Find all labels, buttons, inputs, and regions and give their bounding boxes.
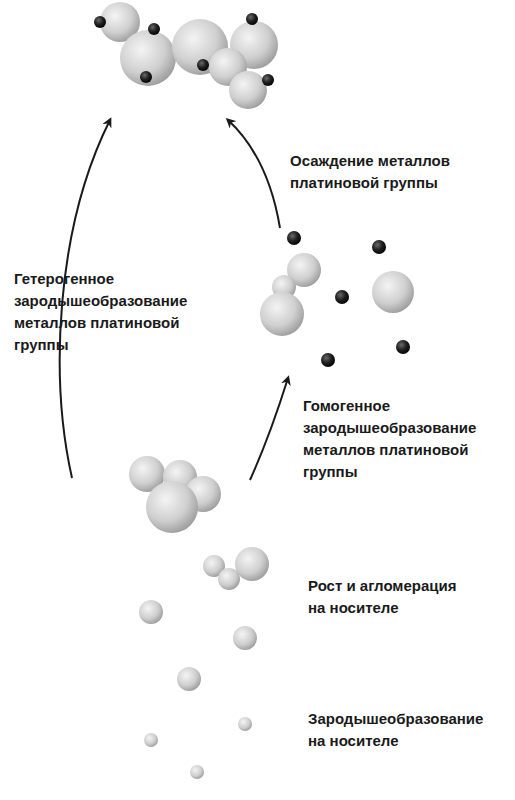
metal-particle: [321, 353, 335, 367]
support-particle: [144, 733, 158, 747]
metal-particle: [148, 23, 160, 35]
metal-particle: [396, 340, 410, 354]
support-particle: [260, 292, 304, 336]
metal-particle: [335, 290, 349, 304]
support-particle: [235, 547, 269, 581]
metal-particle: [140, 71, 152, 83]
caption-text: Осаждение металлов платиновой группы: [290, 150, 495, 194]
support-particle: [233, 626, 257, 650]
support-particle: [177, 667, 201, 691]
support-particle: [372, 271, 414, 313]
metal-particle: [372, 240, 386, 254]
support-particle: [146, 481, 198, 533]
arrow-line: [228, 120, 280, 228]
metal-particle: [246, 13, 258, 25]
support-particle: [238, 717, 252, 731]
caption-text: Рост и агломерация на носителе: [308, 575, 473, 619]
arrow-line: [250, 378, 288, 480]
particles: [94, 2, 414, 779]
support-particle: [120, 30, 176, 86]
caption-text: Гетерогенное зародышеобразование металло…: [14, 268, 224, 356]
support-particle: [139, 600, 163, 624]
caption-text: Зародышеобразование на носителе: [308, 708, 503, 752]
support-particle: [190, 765, 204, 779]
metal-particle: [262, 74, 274, 86]
metal-particle: [197, 59, 209, 71]
metal-particle: [287, 231, 301, 245]
caption-text: Гомогенное зародышеобразование металлов …: [303, 395, 508, 483]
support-particle: [229, 71, 267, 109]
metal-particle: [94, 16, 106, 28]
